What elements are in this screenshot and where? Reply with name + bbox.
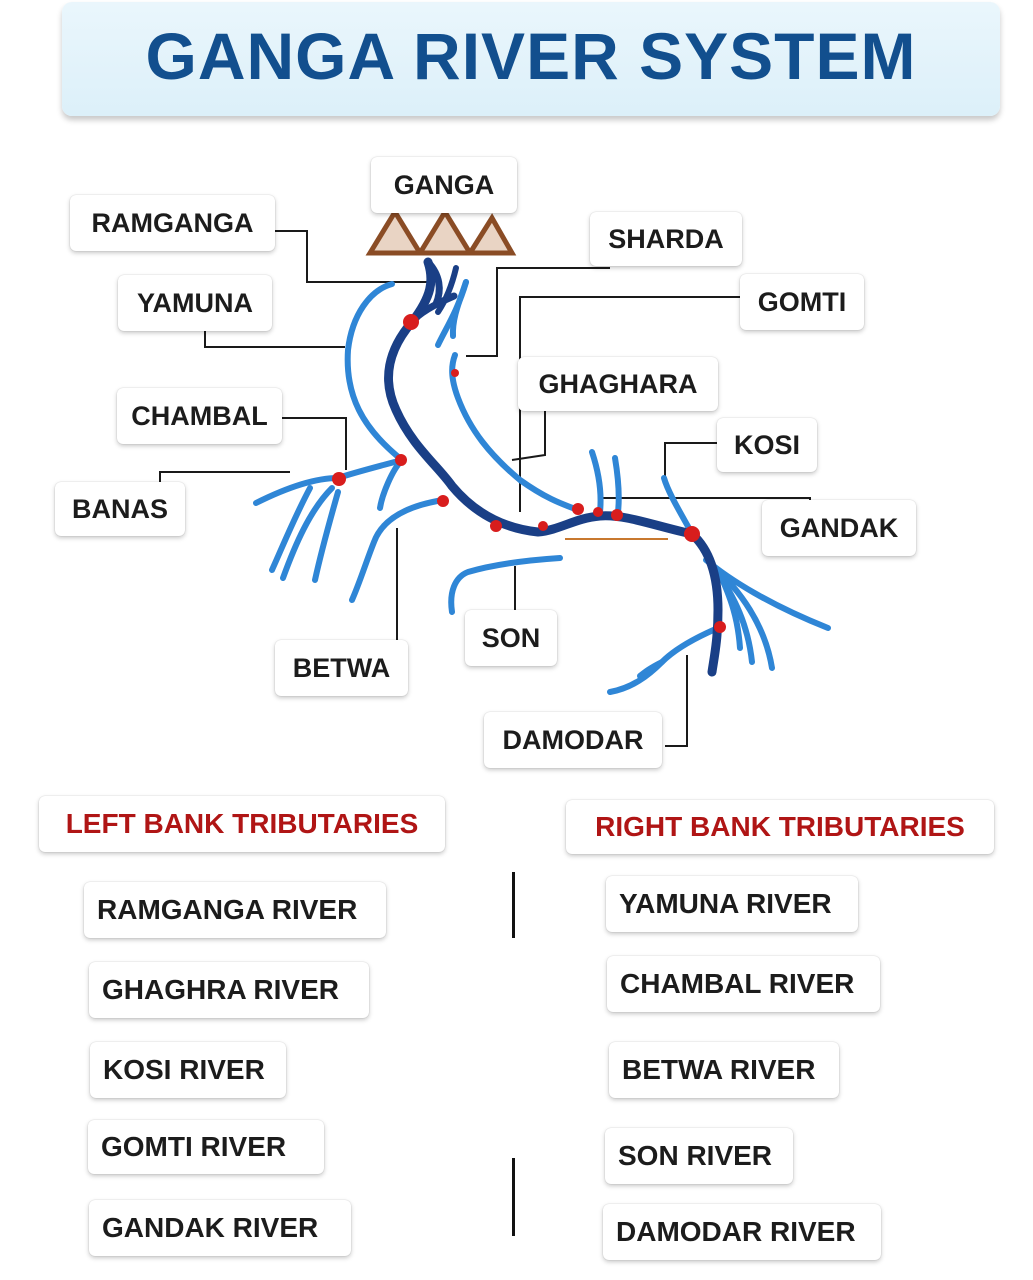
gomti-connector	[519, 296, 740, 512]
mountains	[365, 207, 517, 256]
right-item-yamuna: YAMUNA RIVER	[606, 876, 858, 932]
label-ramganga: RAMGANGA	[70, 195, 275, 251]
label-gomti: GOMTI	[740, 274, 864, 330]
ganga-main-path	[384, 257, 723, 677]
sharda-connector	[466, 267, 610, 357]
confluence-dot-icon	[684, 526, 700, 542]
label-damodar: DAMODAR	[484, 712, 662, 768]
label-banas: BANAS	[55, 482, 185, 536]
yamuna-river-path	[344, 281, 405, 463]
betwa-river-path	[349, 497, 446, 603]
confluence-dot-icon	[490, 520, 502, 532]
kosi-connector	[664, 442, 730, 478]
ramganga-connector	[275, 230, 432, 283]
left-item-gandak: GANDAK RIVER	[89, 1200, 351, 1256]
right-bank-heading: RIGHT BANK TRIBUTARIES	[566, 800, 994, 854]
right-item-chambal: CHAMBAL RIVER	[607, 956, 880, 1012]
banas-branch-2	[312, 489, 341, 583]
column-divider-top	[512, 872, 515, 938]
label-betwa: BETWA	[275, 640, 408, 696]
confluence-dot-icon	[714, 621, 726, 633]
confluence-dot-icon	[437, 495, 449, 507]
confluence-dot-icon	[611, 509, 623, 521]
label-son: SON	[465, 610, 557, 666]
left-item-ghaghra: GHAGHRA RIVER	[89, 962, 369, 1018]
delta-branch-1	[703, 557, 831, 631]
page-title: GANGA RIVER SYSTEM	[145, 19, 917, 93]
ghaghara-connector	[511, 400, 546, 461]
damodar-upper	[637, 659, 665, 679]
kosi-river-path	[661, 475, 693, 533]
label-gandak: GANDAK	[762, 500, 916, 556]
connector-lines	[159, 230, 811, 747]
ganga-headwater-3	[435, 265, 459, 315]
confluence-dot-icon	[451, 369, 459, 377]
banas-branch-3	[269, 485, 313, 573]
mountain-icon	[465, 213, 517, 256]
gandak-river-path	[589, 449, 604, 515]
label-chambal: CHAMBAL	[117, 388, 282, 444]
banas-river-path	[253, 475, 341, 506]
ghaghara-river-path	[435, 279, 469, 348]
title-banner	[62, 2, 1000, 116]
confluence-dot-icon	[538, 521, 548, 531]
confluence-dot-icon	[593, 507, 603, 517]
label-kosi: KOSI	[717, 418, 817, 472]
confluence-dot-icon	[572, 503, 584, 515]
delta-branch-4	[715, 567, 743, 651]
confluence-dot-icon	[403, 314, 419, 330]
confluence-dots	[332, 314, 726, 633]
gandak-small	[612, 455, 622, 515]
right-item-betwa: BETWA RIVER	[609, 1042, 839, 1098]
label-yamuna: YAMUNA	[118, 275, 272, 331]
left-item-ramganga: RAMGANGA RIVER	[84, 882, 386, 938]
damodar-connector	[665, 655, 688, 747]
right-item-son: SON RIVER	[605, 1128, 793, 1184]
confluence-dot-icon	[332, 472, 346, 486]
left-item-kosi: KOSI RIVER	[90, 1042, 286, 1098]
banas-branch-1	[280, 485, 335, 581]
left-bank-heading: LEFT BANK TRIBUTARIES	[39, 796, 445, 852]
column-divider-bottom	[512, 1158, 515, 1236]
mountain-icon	[365, 207, 425, 256]
confluence-dot-icon	[395, 454, 407, 466]
right-item-damodar: DAMODAR RIVER	[603, 1204, 881, 1260]
chambal-connector	[282, 417, 347, 470]
label-ganga: GANGA	[371, 157, 517, 213]
sharda-lower	[449, 352, 581, 513]
label-ghaghara: GHAGHARA	[518, 357, 718, 411]
left-item-gomti: GOMTI RIVER	[88, 1120, 324, 1174]
son-river-path	[448, 555, 563, 615]
label-sharda: SHARDA	[590, 212, 742, 266]
mountain-icon	[415, 207, 475, 256]
